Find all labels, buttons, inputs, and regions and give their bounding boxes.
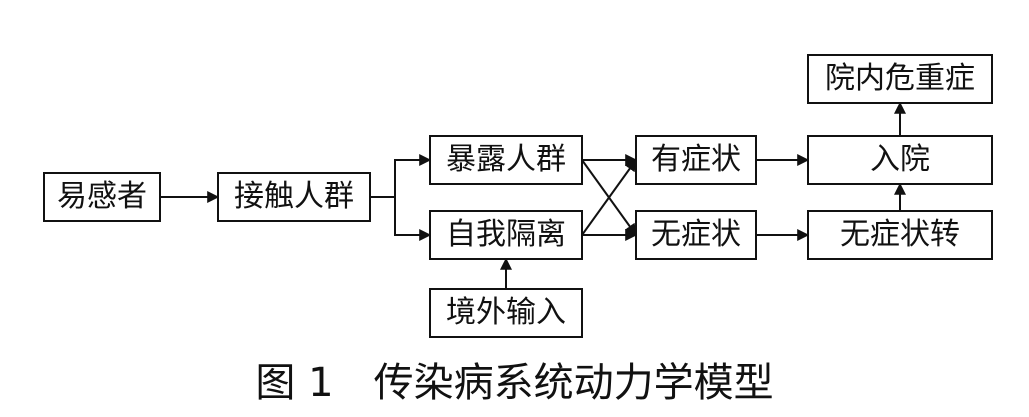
node-susceptible: 易感者	[43, 172, 161, 222]
node-symptomatic: 有症状	[635, 135, 757, 185]
node-box	[807, 54, 993, 104]
node-label: 无症状	[651, 217, 741, 252]
node-label: 易感者	[57, 179, 147, 214]
node-label: 无症状转	[840, 217, 960, 252]
node-box	[429, 210, 583, 260]
node-box	[807, 210, 993, 260]
node-severe: 院内危重症	[807, 54, 993, 104]
node-box	[217, 172, 371, 222]
edge-contact-to-self-isolation	[370, 196, 432, 241]
node-label: 有症状	[651, 142, 741, 177]
node-hospitalized: 入院	[807, 135, 993, 185]
node-asymptomatic-transfer: 无症状转	[807, 210, 993, 260]
node-box	[429, 288, 583, 338]
figure-caption: 图 1 传染病系统动力学模型	[255, 360, 774, 406]
node-box	[635, 210, 757, 260]
node-box	[429, 135, 583, 185]
node-box	[807, 135, 993, 185]
edge-contact-to-exposed	[370, 154, 432, 198]
node-exposed: 暴露人群	[429, 135, 583, 185]
diagram-edges	[160, 101, 906, 289]
node-self-isolation: 自我隔离	[429, 210, 583, 260]
node-label: 境外输入	[446, 295, 566, 330]
node-box	[635, 135, 757, 185]
node-label: 自我隔离	[446, 217, 566, 252]
node-label: 入院	[870, 142, 930, 177]
edge-self-isolation-to-symptomatic	[581, 159, 637, 236]
node-asymptomatic: 无症状	[635, 210, 757, 260]
node-label: 接触人群	[234, 179, 354, 214]
node-label: 暴露人群	[446, 142, 566, 177]
node-imported: 境外输入	[429, 288, 583, 338]
node-contact: 接触人群	[217, 172, 371, 222]
node-label: 院内危重症	[825, 61, 975, 96]
node-box	[43, 172, 161, 222]
